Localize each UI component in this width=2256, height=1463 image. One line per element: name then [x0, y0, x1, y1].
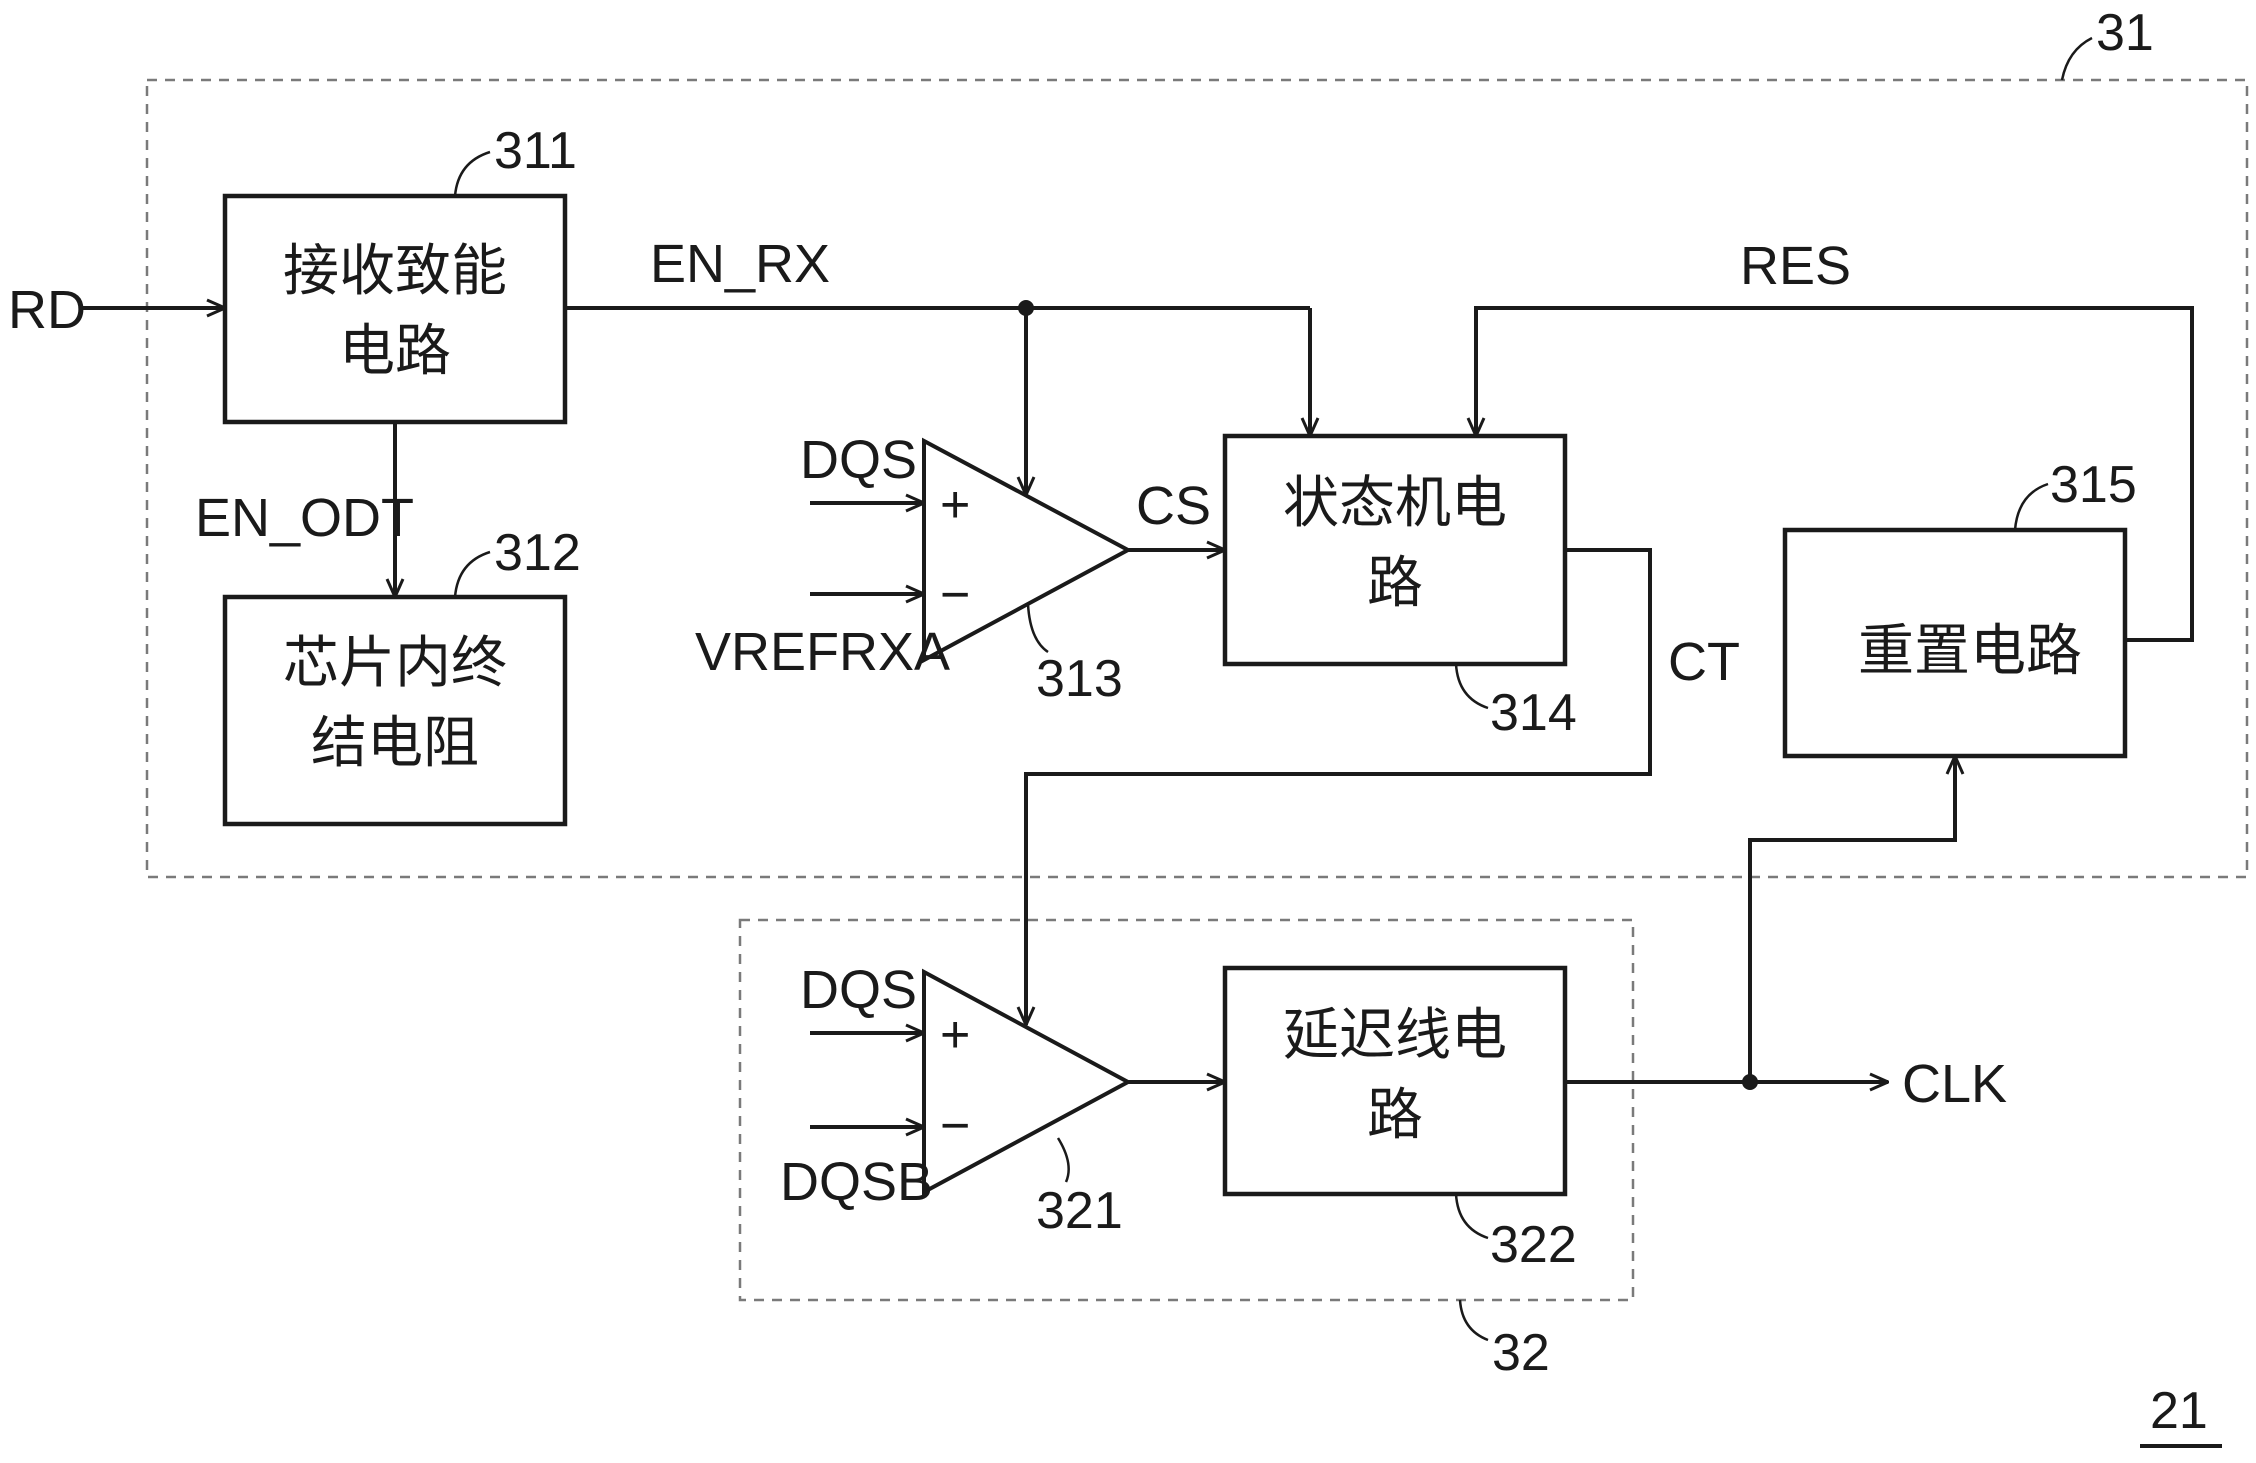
amplifier-321-ref: 321	[1036, 1182, 1123, 1240]
group-31-ref: 31	[2096, 4, 2154, 62]
block-314-leader	[1456, 664, 1488, 708]
signal-dqsb-label: DQSB	[780, 1152, 933, 1212]
block-322-line2: 路	[1367, 1083, 1423, 1146]
signal-vrefrxa-label: VREFRXA	[695, 622, 950, 682]
amplifier-313-leader	[1028, 604, 1048, 652]
signal-rd-label: RD	[8, 280, 86, 340]
wire-clk-to-315	[1750, 756, 1955, 1082]
amplifier-313-ref: 313	[1036, 650, 1123, 708]
block-322: 延迟线电 路	[1225, 968, 1565, 1194]
block-311-line2: 电路	[339, 319, 451, 382]
signal-en-rx-label: EN_RX	[650, 234, 830, 294]
amplifier-313-plus: +	[940, 476, 970, 534]
block-322-leader	[1456, 1194, 1488, 1238]
block-311-leader	[455, 152, 490, 196]
block-312-ref: 312	[494, 524, 581, 582]
block-314-ref: 314	[1490, 684, 1577, 742]
block-315-leader	[2015, 484, 2048, 530]
amplifier-321-minus: −	[940, 1097, 970, 1155]
signal-res-label: RES	[1740, 236, 1851, 296]
block-315: 重置电路	[1785, 530, 2125, 756]
block-312: 芯片内终 结电阻	[225, 597, 565, 824]
block-311-ref: 311	[494, 122, 577, 180]
group-32-ref: 32	[1492, 1324, 1550, 1382]
block-314-line2: 路	[1367, 551, 1423, 614]
block-311: 接收致能 电路	[225, 196, 565, 422]
signal-dqs-1-label: DQS	[800, 430, 917, 490]
block-315-ref: 315	[2050, 456, 2137, 514]
signal-cs-label: CS	[1136, 476, 1211, 536]
block-312-line1: 芯片内终	[283, 631, 507, 694]
signal-clk-label: CLK	[1902, 1054, 2007, 1114]
block-322-line1: 延迟线电	[1283, 1003, 1507, 1066]
block-322-box	[1225, 968, 1565, 1194]
junction-clk	[1742, 1074, 1758, 1090]
group-32-leader	[1460, 1300, 1488, 1340]
block-312-leader	[455, 552, 490, 597]
block-311-line1: 接收致能	[283, 239, 507, 302]
block-312-line2: 结电阻	[311, 711, 479, 774]
amplifier-321-leader	[1058, 1138, 1069, 1182]
wire-ct	[1026, 550, 1650, 1025]
figure-ref: 21	[2150, 1382, 2208, 1440]
group-31-leader	[2062, 38, 2092, 80]
block-311-box	[225, 196, 565, 422]
signal-en-odt-label: EN_ODT	[195, 488, 414, 548]
block-314: 状态机电 路	[1225, 436, 1565, 664]
junction-en-rx	[1018, 300, 1034, 316]
amplifier-313-minus: −	[940, 566, 970, 624]
block-315-line1: 重置电路	[1858, 619, 2082, 682]
block-314-line1: 状态机电	[1283, 471, 1507, 534]
signal-dqs-2-label: DQS	[800, 960, 917, 1020]
amplifier-321-plus: +	[940, 1006, 970, 1064]
signal-ct-label: CT	[1668, 632, 1740, 692]
block-322-ref: 322	[1490, 1216, 1577, 1274]
